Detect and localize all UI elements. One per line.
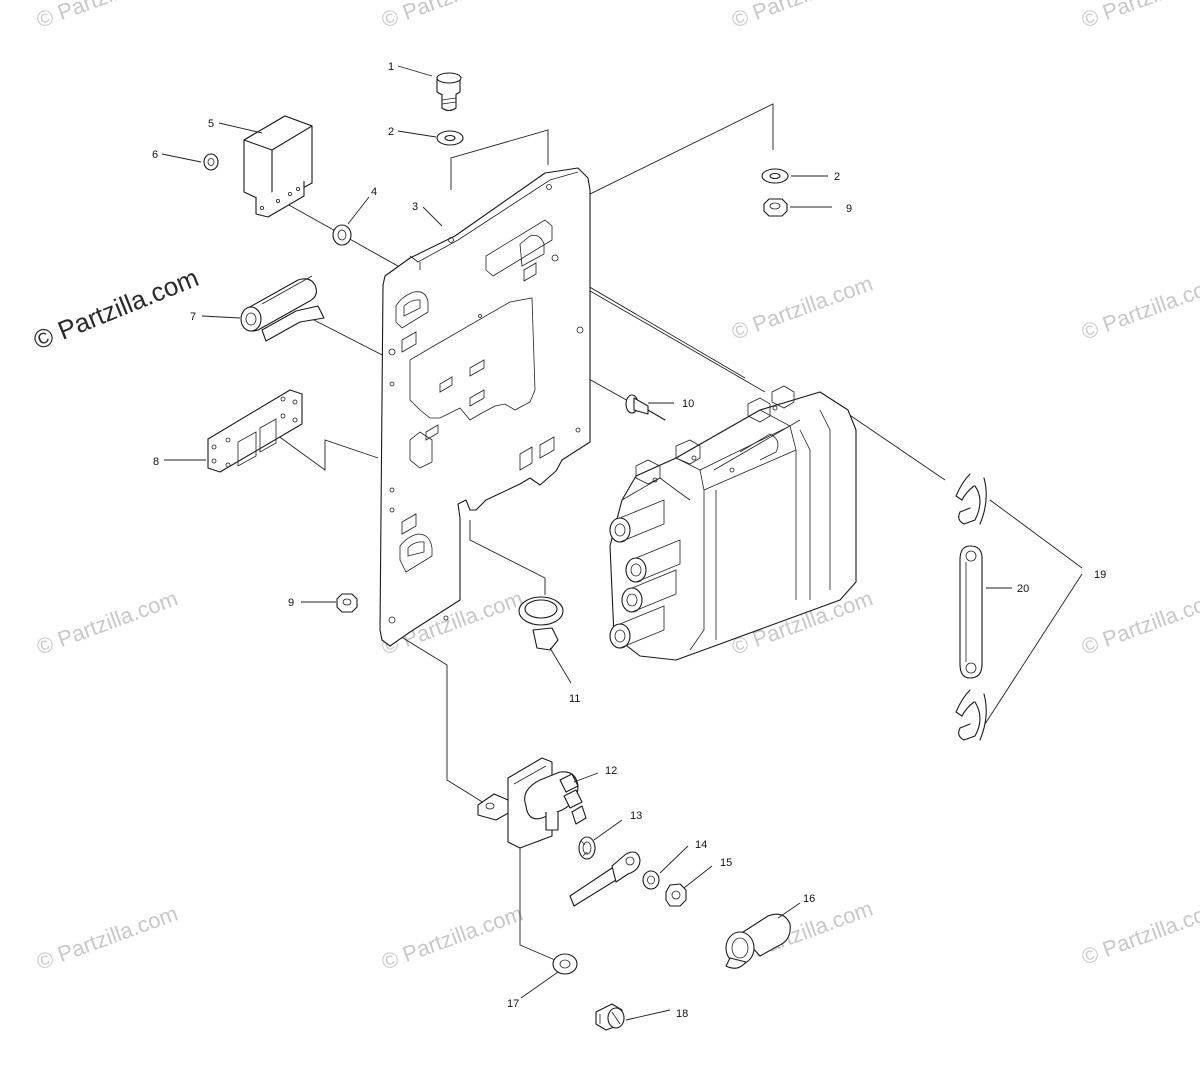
part-13-lock-washer [578, 836, 596, 860]
watermark: © Partzilla.com [378, 0, 526, 33]
watermark: © Partzilla.com [728, 0, 876, 33]
watermark: © Partzilla.com [1078, 0, 1200, 33]
callout-5: 5 [208, 118, 214, 130]
part-1-bolt [436, 72, 462, 112]
callout-leaders [161, 65, 1083, 1021]
part-7-cable-holder [240, 275, 325, 342]
watermark: © Partzilla.com [1078, 271, 1200, 345]
part-5-module [243, 115, 313, 218]
callout-9b: 9 [288, 597, 294, 609]
callout-3: 3 [412, 201, 418, 213]
callout-7: 7 [190, 311, 196, 323]
part-8-gasket [207, 389, 303, 473]
callout-10: 10 [682, 398, 694, 410]
callout-16: 16 [803, 893, 815, 905]
part-16-boot [725, 913, 791, 969]
watermark: © Partzilla.com [1078, 586, 1200, 660]
part-2-washer [761, 168, 789, 184]
part-11-clamp [518, 596, 564, 651]
part-10-pin [625, 394, 666, 421]
callout-6: 6 [152, 149, 158, 161]
watermark-primary: © Partzilla.com [29, 262, 203, 355]
watermark: © Partzilla.com [33, 0, 181, 33]
callout-13: 13 [630, 810, 642, 822]
part-9-nut [763, 198, 788, 217]
part-19-clip [955, 689, 987, 741]
callout-17: 17 [507, 998, 519, 1010]
part-4-spacer [332, 224, 352, 246]
callout-8: 8 [153, 456, 159, 468]
callout-1: 1 [388, 61, 394, 73]
part-15-nut [665, 883, 687, 907]
part-18-screw [595, 1003, 625, 1031]
callout-18: 18 [676, 1008, 688, 1020]
part-6-nut [203, 153, 219, 171]
callout-14: 14 [695, 839, 707, 851]
part-17-washer [552, 953, 578, 975]
callout-2b: 2 [834, 171, 840, 183]
watermark-layer: © Partzilla.com © Partzilla.com © Partzi… [29, 0, 1200, 975]
callout-11: 11 [569, 693, 580, 705]
watermark: © Partzilla.com [378, 901, 526, 975]
callout-4: 4 [371, 186, 377, 198]
part-20-link [959, 545, 983, 679]
watermark: © Partzilla.com [1078, 896, 1200, 970]
part-12-relay [477, 757, 587, 849]
callout-12: 12 [605, 765, 617, 777]
watermark: © Partzilla.com [728, 271, 876, 345]
watermark: © Partzilla.com [33, 901, 181, 975]
callout-2: 2 [388, 126, 394, 138]
watermark: © Partzilla.com [33, 586, 181, 660]
coil-pack [609, 385, 857, 661]
callout-19: 19 [1094, 569, 1106, 581]
callout-9: 9 [846, 203, 852, 215]
callout-numbers: 1 2 3 4 5 6 2 9 7 10 8 19 20 9 11 12 13 … [152, 61, 1106, 1020]
battery-cable [569, 851, 641, 907]
part-3-mounting-plate [379, 167, 591, 647]
part-2-washer [436, 130, 464, 146]
callout-20: 20 [1017, 583, 1029, 595]
part-9-nut [336, 593, 358, 613]
callout-15: 15 [720, 857, 732, 869]
part-19-clip [955, 473, 987, 525]
part-14-washer [642, 870, 660, 890]
